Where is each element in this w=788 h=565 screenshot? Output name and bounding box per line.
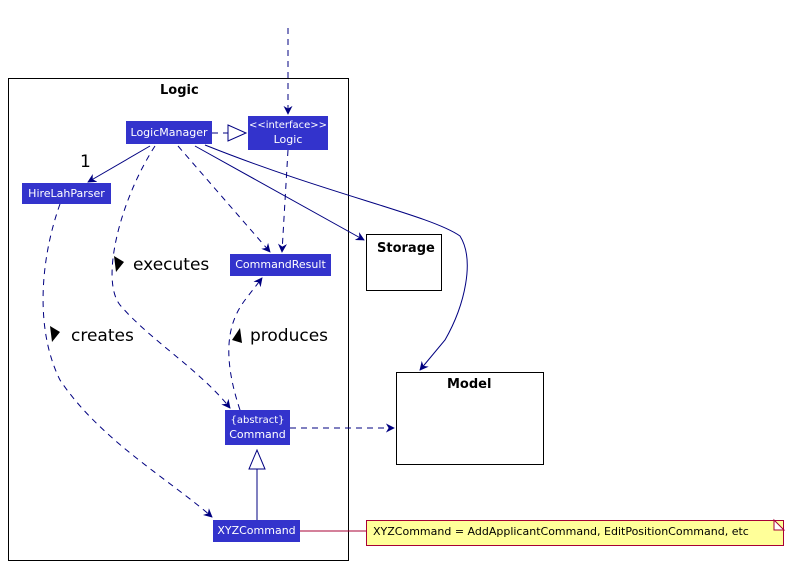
model-package xyxy=(396,372,544,465)
creates-arrow xyxy=(42,203,213,518)
model-package-title: Model xyxy=(447,377,492,392)
xyzcommand-note: XYZCommand = AddApplicantCommand, EditPo… xyxy=(366,520,784,546)
produces-label: produces xyxy=(250,326,329,346)
dependency-commandresult-arrow xyxy=(177,145,271,253)
logic-package xyxy=(8,78,349,561)
logic-interface-stereotype: <<interface>> xyxy=(248,120,328,131)
association-storage-arrow xyxy=(194,145,365,241)
hirelahparser-class-name: HireLahParser xyxy=(28,186,105,200)
association-model-arrow xyxy=(204,144,468,371)
creates-label: creates xyxy=(71,326,134,346)
storage-package-title: Storage xyxy=(377,241,435,256)
logic-interface-class: <<interface>> Logic xyxy=(248,116,328,150)
logic-package-title: Logic xyxy=(160,83,199,98)
realization-triangle xyxy=(227,124,248,142)
produces-direction-icon xyxy=(232,328,242,343)
executes-direction-icon xyxy=(114,256,124,272)
commandresult-class: CommandResult xyxy=(230,254,331,276)
note-text: XYZCommand = AddApplicantCommand, EditPo… xyxy=(373,525,749,538)
note-fold-icon xyxy=(773,518,786,531)
command-class-name: Command xyxy=(229,427,286,441)
executes-label: executes xyxy=(133,255,210,275)
xyzcommand-class: XYZCommand xyxy=(213,520,300,542)
xyzcommand-class-name: XYZCommand xyxy=(217,524,296,537)
association-parser-arrow xyxy=(87,145,151,183)
command-stereotype: {abstract} xyxy=(230,414,285,426)
produces-arrow xyxy=(228,277,263,411)
logicmanager-class-name: LogicManager xyxy=(130,125,208,139)
command-class: {abstract} Command xyxy=(225,410,290,445)
logicmanager-class: LogicManager xyxy=(126,121,212,144)
creates-direction-icon xyxy=(50,326,60,342)
inheritance-triangle xyxy=(248,448,266,470)
logic-interface-name: Logic xyxy=(273,133,303,146)
storage-package xyxy=(366,234,442,291)
executes-arrow xyxy=(111,145,231,409)
multiplicity-label: 1 xyxy=(80,152,91,172)
commandresult-class-name: CommandResult xyxy=(235,258,326,271)
hirelahparser-class: HireLahParser xyxy=(22,183,111,204)
